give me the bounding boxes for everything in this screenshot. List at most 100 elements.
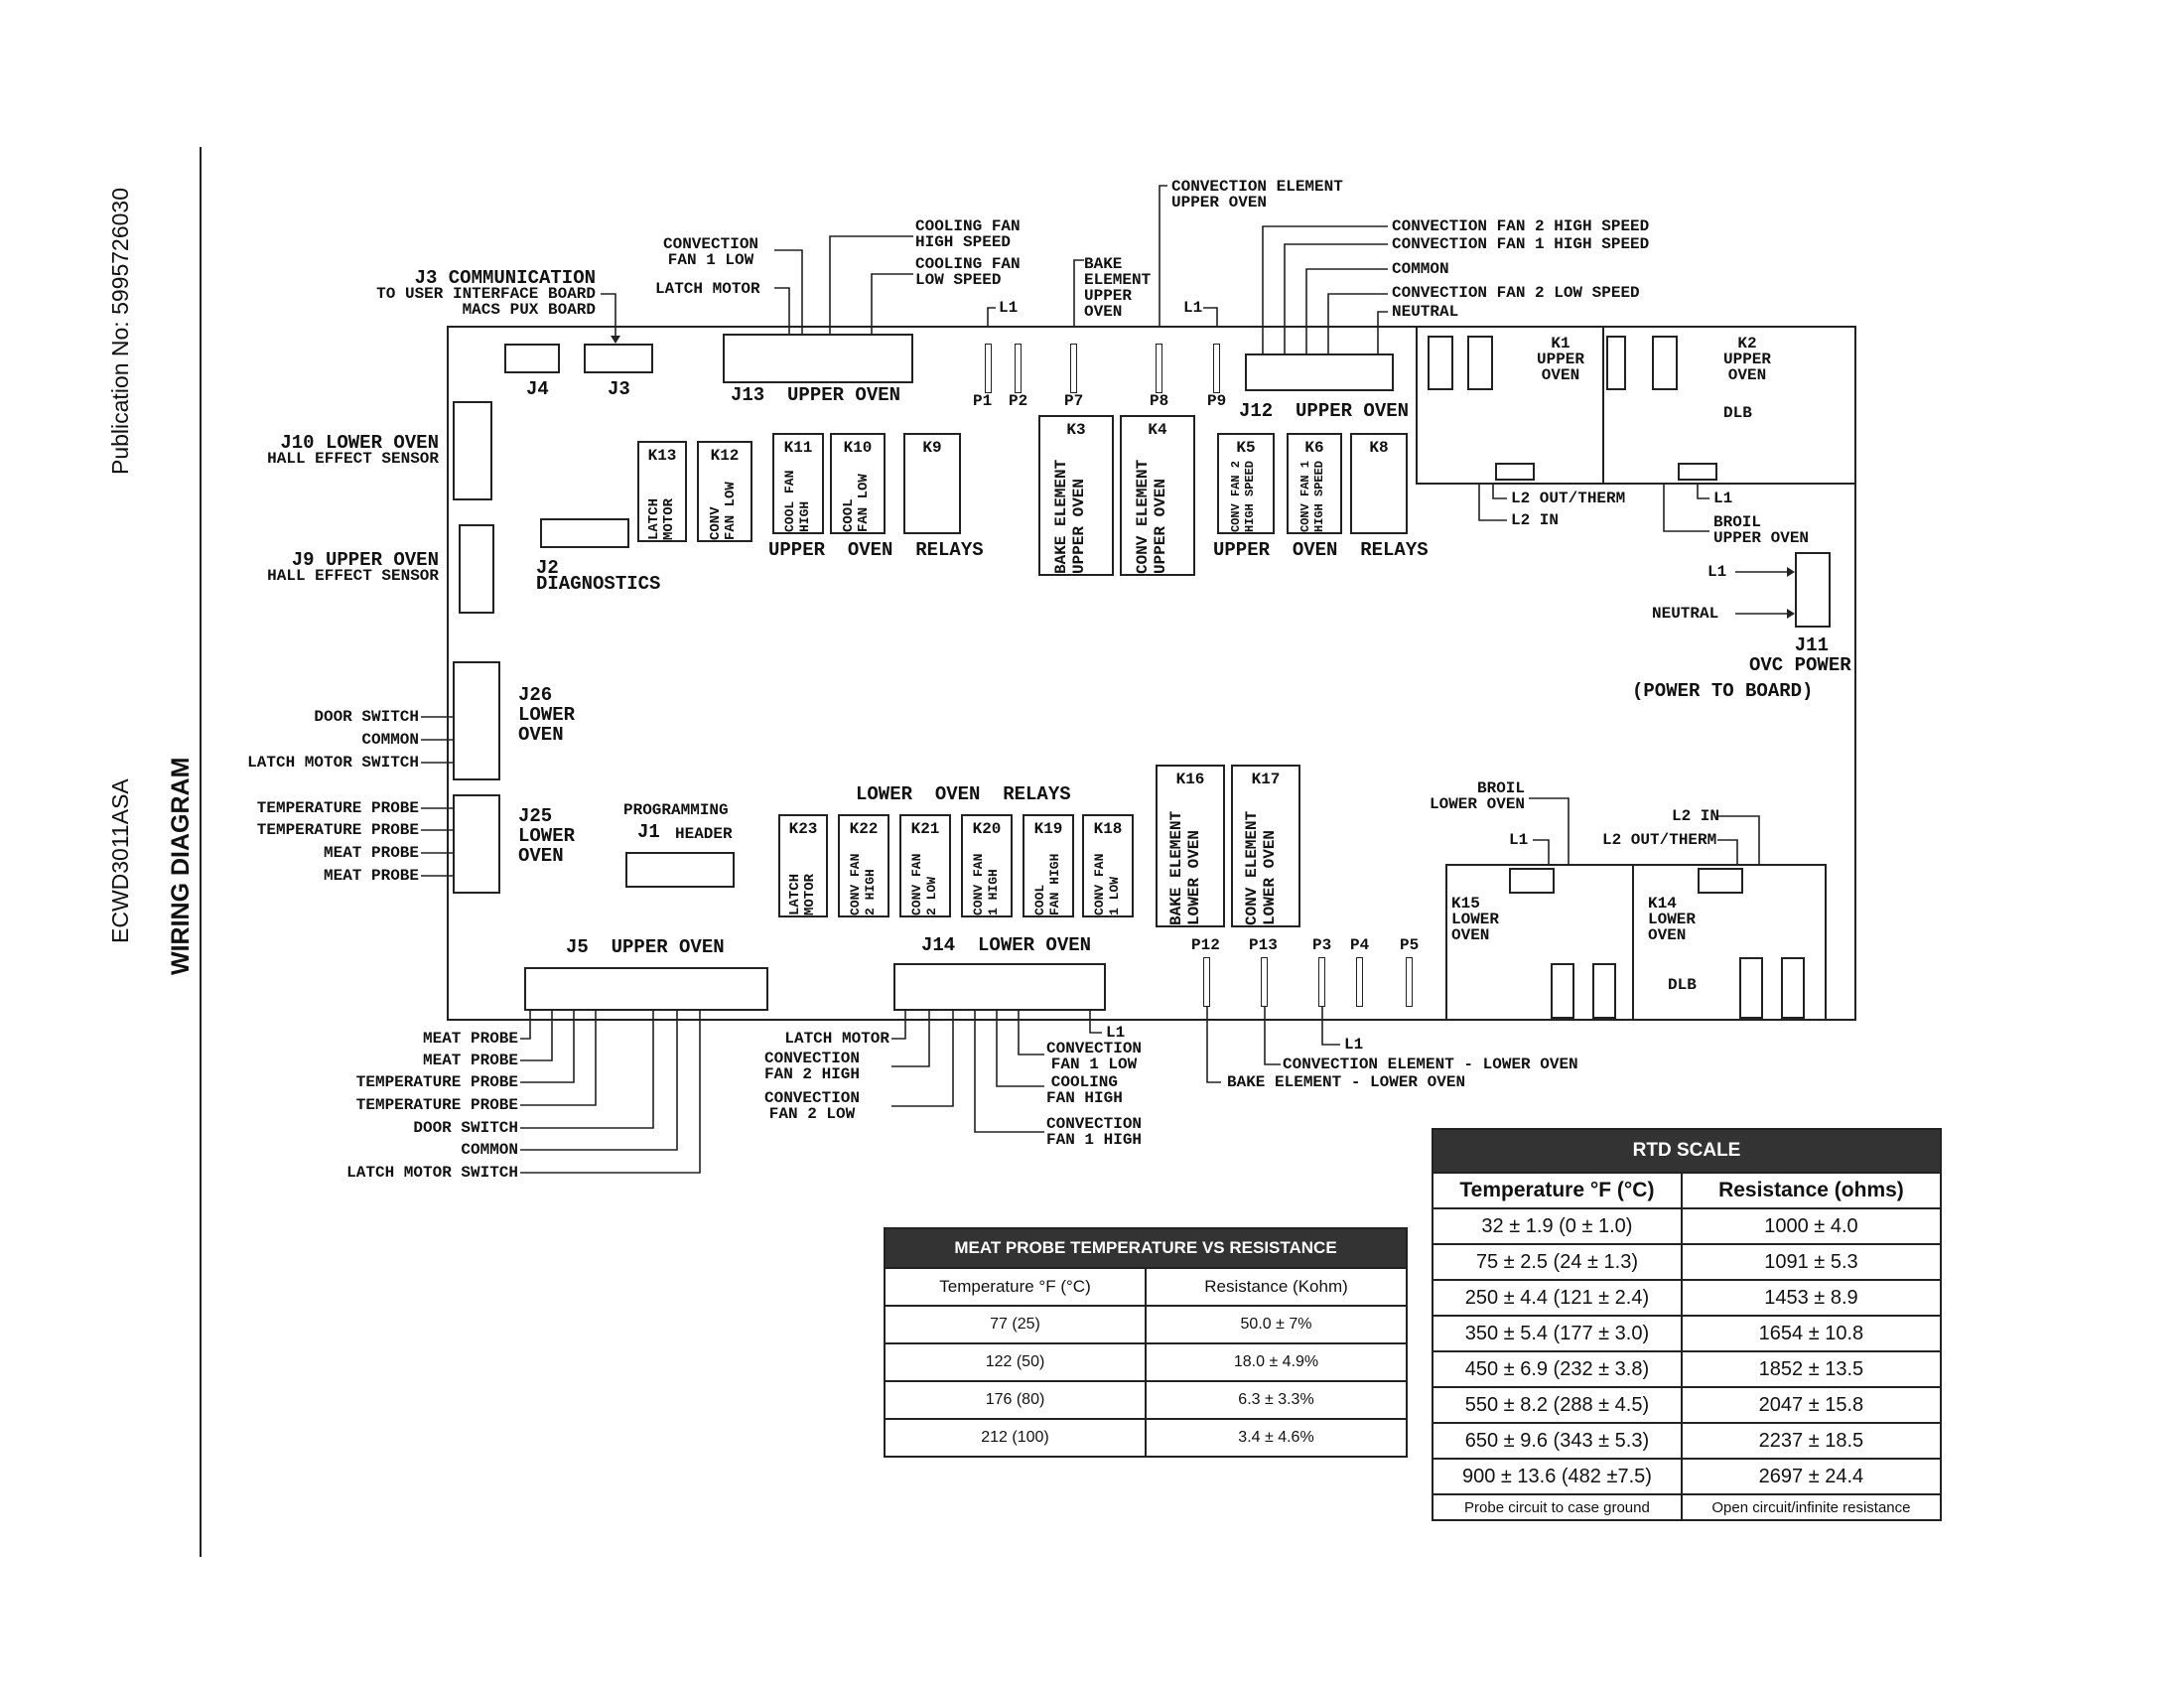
j9-sub: HALL EFFECT SENSOR <box>267 567 439 585</box>
rtd-scale-table: RTD SCALE Temperature °F (°C) Resistance… <box>1432 1128 1943 1521</box>
j5-temp-probe-1: TEMPERATURE PROBE <box>355 1073 518 1091</box>
table-cell: 3.4 ± 4.6% <box>1145 1418 1408 1458</box>
j25-label: J25 LOWER OVEN <box>518 805 576 867</box>
table-cell: 75 ± 2.5 (24 ± 1.3) <box>1432 1243 1683 1281</box>
table-cell: 550 ± 8.2 (288 ± 4.5) <box>1432 1386 1683 1424</box>
j14-connector <box>893 963 1106 1011</box>
j14-conv-fan1-low: CONVECTION FAN 1 LOW <box>1046 1040 1143 1073</box>
k2-relay <box>1602 326 1856 485</box>
j13-connector <box>723 334 913 383</box>
k2-inner2 <box>1652 336 1678 390</box>
l2-out-therm-upper: L2 OUT/THERM <box>1511 490 1626 507</box>
latch-motor-switch-left: LATCH MOTOR SWITCH <box>247 754 419 772</box>
table-cell: Probe circuit to case ground <box>1432 1493 1683 1521</box>
meat-table-title: MEAT PROBE TEMPERATURE VS RESISTANCE <box>884 1227 1408 1269</box>
broil-upper-label: BROIL UPPER OVEN <box>1713 513 1810 547</box>
table-cell: 350 ± 5.4 (177 ± 3.0) <box>1432 1315 1683 1352</box>
l1-top-a: L1 <box>999 299 1019 317</box>
table-cell: 900 ± 13.6 (482 ±7.5) <box>1432 1458 1683 1495</box>
bake-element-upper-top: BAKE ELEMENT UPPER OVEN <box>1084 255 1152 321</box>
j9-connector <box>459 524 494 614</box>
table-cell: 32 ± 1.9 (0 ± 1.0) <box>1432 1207 1683 1245</box>
l2-out-therm-lower: L2 OUT/THERM <box>1602 831 1717 849</box>
p5-label: P5 <box>1400 936 1420 954</box>
p13-label: P13 <box>1249 936 1278 954</box>
j14-l1: L1 <box>1106 1024 1126 1042</box>
j14-conv-fan1-high: CONVECTION FAN 1 HIGH <box>1046 1115 1143 1149</box>
temp-probe-left-1: TEMPERATURE PROBE <box>256 799 419 817</box>
j14-conv-fan2-high: CONVECTION FAN 2 HIGH <box>763 1050 860 1083</box>
meat-probe-left-1: MEAT PROBE <box>323 844 419 862</box>
j10-sub: HALL EFFECT SENSOR <box>267 450 439 468</box>
meat-probe-left-2: MEAT PROBE <box>323 867 419 885</box>
table-cell: 450 ± 6.9 (232 ± 3.8) <box>1432 1350 1683 1388</box>
table-cell: 1654 ± 10.8 <box>1680 1315 1943 1352</box>
latch-motor-top: LATCH MOTOR <box>655 280 760 298</box>
k15-inner3 <box>1592 963 1616 1019</box>
k15-label: K15 LOWER OVEN <box>1451 895 1500 944</box>
k1-label: K1 UPPER OVEN <box>1537 335 1585 384</box>
conv-element-upper-top: CONVECTION ELEMENT UPPER OVEN <box>1171 178 1343 211</box>
k14-label: K14 LOWER OVEN <box>1648 895 1697 944</box>
j12-label: J12 UPPER OVEN <box>1239 400 1410 422</box>
j14-label: J14 LOWER OVEN <box>921 934 1092 956</box>
l1-lower-label: L1 <box>1509 831 1529 849</box>
p1-label: P1 <box>973 392 993 410</box>
side-divider <box>200 147 202 1557</box>
p3-post <box>1318 957 1325 1007</box>
programming-label: PROGRAMMING <box>623 801 729 819</box>
l2-in-lower: L2 IN <box>1672 807 1720 825</box>
rtd-table-title: RTD SCALE <box>1432 1128 1942 1174</box>
j3-connector <box>584 344 653 373</box>
table-cell: 1000 ± 4.0 <box>1680 1207 1943 1245</box>
j5-label: J5 UPPER OVEN <box>566 936 725 958</box>
table-cell: Open circuit/infinite resistance <box>1680 1493 1943 1521</box>
j2-connector <box>540 518 629 548</box>
j14-latch-motor: LATCH MOTOR <box>784 1030 889 1048</box>
p12-post <box>1203 957 1210 1007</box>
table-cell: 2047 ± 15.8 <box>1680 1386 1943 1424</box>
table-cell: 77 (25) <box>884 1305 1147 1344</box>
k9-relay: K9 <box>903 433 961 534</box>
l1-upper-k2: L1 <box>1713 490 1733 507</box>
j5-temp-probe-2: TEMPERATURE PROBE <box>355 1096 518 1114</box>
k14-inner1 <box>1698 868 1743 894</box>
j1-connector <box>625 852 735 888</box>
k8-relay: K8 <box>1350 433 1408 534</box>
bake-element-lower-label: BAKE ELEMENT - LOWER OVEN <box>1227 1073 1466 1091</box>
j4-label: J4 <box>526 378 549 400</box>
meat-probe-table: MEAT PROBE TEMPERATURE VS RESISTANCE Tem… <box>884 1227 1408 1458</box>
p8-post <box>1156 344 1162 393</box>
table-cell: 176 (80) <box>884 1380 1147 1420</box>
table-cell: 6.3 ± 3.3% <box>1145 1380 1408 1420</box>
table-cell: 212 (100) <box>884 1418 1147 1458</box>
j1-label: J1 <box>637 821 660 843</box>
k2-dlb: DLB <box>1723 404 1752 422</box>
upper-oven-relays-b: UPPER OVEN RELAYS <box>1213 539 1429 561</box>
diagnostics-label: DIAGNOSTICS <box>536 573 661 595</box>
j14-cooling-fan-high: COOLING FAN HIGH <box>1046 1073 1123 1107</box>
p5-post <box>1406 957 1413 1007</box>
k2-label: K2 UPPER OVEN <box>1723 335 1772 384</box>
j13-label: J13 UPPER OVEN <box>731 384 901 406</box>
j3-comm-line2: MACS PUX BOARD <box>462 301 596 319</box>
cooling-fan-low-top: COOLING FAN LOW SPEED <box>915 255 1021 289</box>
j5-connector <box>524 967 768 1011</box>
l1-top-b: L1 <box>1183 299 1203 317</box>
j11-title: J11 OVC POWER <box>1749 634 1851 676</box>
p13-post <box>1261 957 1268 1007</box>
table-cell: 18.0 ± 4.9% <box>1145 1342 1408 1382</box>
upper-oven-relays-a: UPPER OVEN RELAYS <box>768 539 984 561</box>
neutral-top: NEUTRAL <box>1392 303 1459 321</box>
table-cell: 2697 ± 24.4 <box>1680 1458 1943 1495</box>
temp-probe-left-2: TEMPERATURE PROBE <box>256 821 419 839</box>
